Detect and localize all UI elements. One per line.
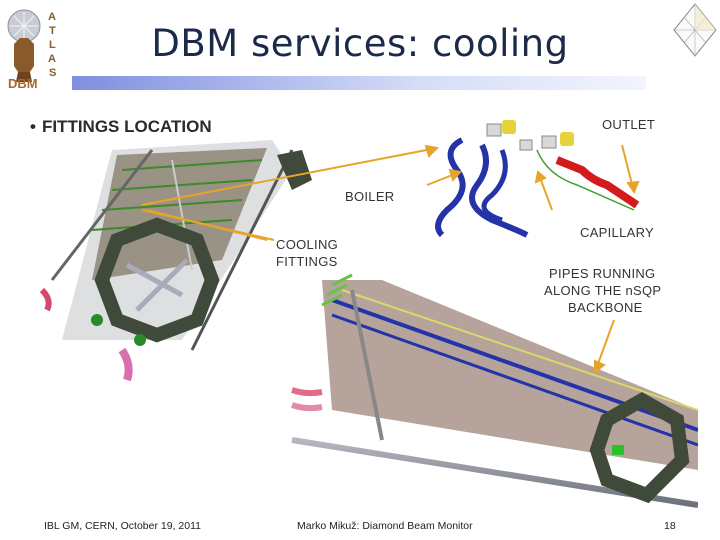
bullet-text: FITTINGS LOCATION xyxy=(41,117,212,136)
detector-assembly-left xyxy=(39,140,312,382)
svg-text:S: S xyxy=(49,67,56,79)
label-pipes-3: BACKBONE xyxy=(568,300,643,315)
svg-text:T: T xyxy=(49,25,56,37)
label-boiler: BOILER xyxy=(345,189,395,204)
diamond-icon xyxy=(673,3,717,57)
footer-center: Marko Mikuž: Diamond Beam Monitor xyxy=(297,520,473,532)
leader-arrows xyxy=(141,144,640,375)
label-capillary: CAPILLARY xyxy=(580,225,654,240)
backbone-assembly xyxy=(291,273,698,508)
svg-text:A: A xyxy=(48,53,56,65)
label-cooling-fittings-1: COOLING xyxy=(276,237,339,252)
pipe-detail xyxy=(435,120,640,238)
title-underline xyxy=(72,76,646,90)
svg-text:L: L xyxy=(49,39,56,51)
label-cooling-fittings-2: FITTINGS xyxy=(276,254,338,269)
slide-title: DBM services: cooling xyxy=(151,22,569,65)
bullet-dot: • xyxy=(30,117,36,136)
label-pipes-2: ALONG THE nSQP xyxy=(544,283,662,298)
footer-left: IBL GM, CERN, October 19, 2011 xyxy=(44,520,201,532)
svg-text:A: A xyxy=(48,11,56,23)
label-outlet: OUTLET xyxy=(602,117,656,132)
label-pipes-1: PIPES RUNNING xyxy=(549,266,656,281)
page-number: 18 xyxy=(664,520,676,532)
bullet-item: • FITTINGS LOCATION xyxy=(30,117,212,137)
svg-text:DBM: DBM xyxy=(8,76,38,90)
cooling-figure xyxy=(39,120,698,508)
